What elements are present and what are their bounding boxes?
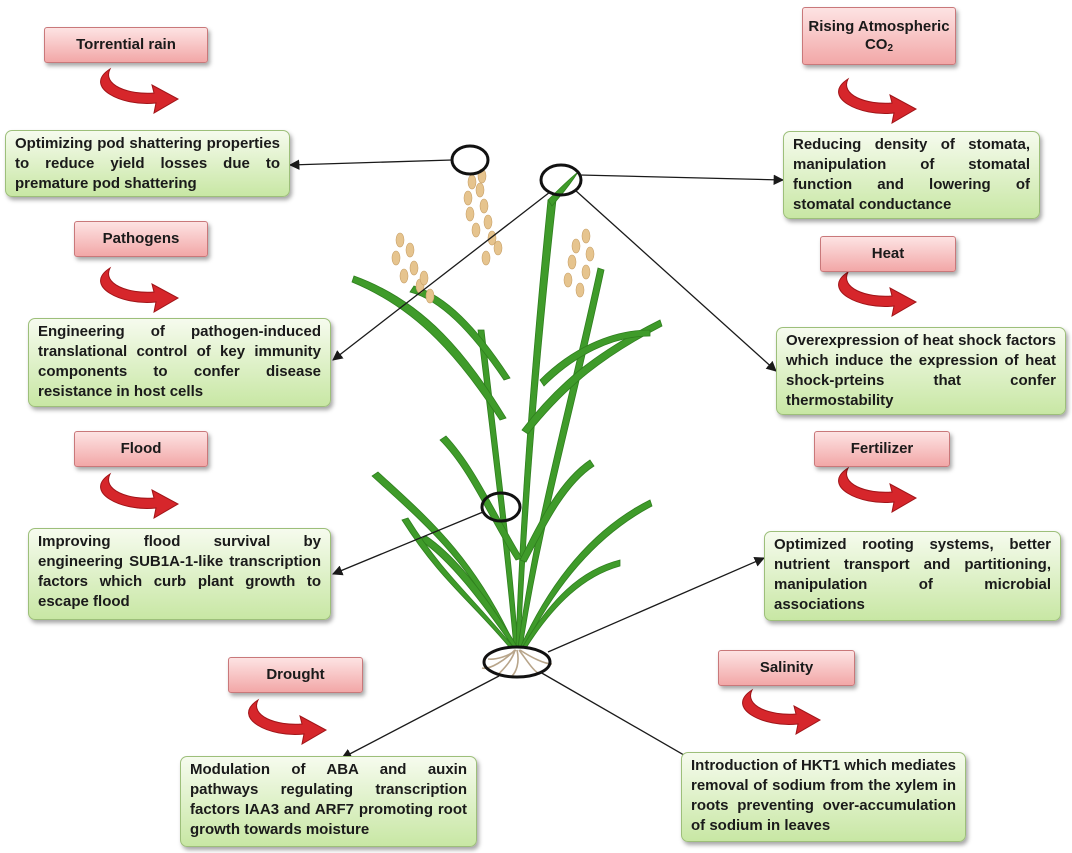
curved-arrow-icon: [100, 266, 180, 313]
solution-box-rising-co2: Reducing density of stomata, manipulatio…: [783, 131, 1040, 219]
curved-arrow-icon: [838, 77, 918, 124]
circle-roots: [482, 645, 552, 679]
stress-label-rising-co2: Rising Atmospheric CO2: [802, 7, 956, 65]
solution-box-pathogens: Engineering of pathogen-induced translat…: [28, 318, 331, 407]
plant-roots: [481, 649, 553, 677]
stress-label-fertilizer: Fertilizer: [814, 431, 950, 467]
solution-text: Modulation of ABA and auxin pathways reg…: [190, 761, 467, 838]
solution-text: Reducing density of stomata, manipulatio…: [793, 136, 1030, 213]
solution-box-drought: Modulation of ABA and auxin pathways reg…: [180, 756, 477, 847]
rice-panicles: [391, 168, 595, 304]
plant-leaves: [351, 171, 663, 649]
stress-label-drought: Drought: [228, 657, 363, 693]
solution-box-salinity: Introduction of HKT1 which mediates remo…: [681, 752, 966, 842]
stress-label-text: Fertilizer: [850, 440, 914, 457]
stress-label-text: Rising Atmospheric: [808, 17, 950, 35]
stress-label-heat: Heat: [820, 236, 956, 272]
solution-text: Engineering of pathogen-induced translat…: [38, 323, 321, 400]
stress-label-pathogens: Pathogens: [74, 221, 208, 257]
stress-label-torrential-rain: Torrential rain: [44, 27, 208, 63]
curved-arrow-icon: [838, 466, 918, 513]
curved-arrow-icon: [248, 698, 328, 745]
stress-label-text: Pathogens: [102, 230, 180, 247]
curved-arrow-icon: [100, 472, 180, 519]
connector-lines: [288, 159, 785, 778]
solution-box-torrential-rain: Optimizing pod shattering properties to …: [5, 130, 290, 197]
solution-box-flood: Improving flood survival by engineering …: [28, 528, 331, 620]
curved-arrow-icon: [838, 270, 918, 317]
solution-text: Optimizing pod shattering properties to …: [15, 135, 280, 192]
stress-label-salinity: Salinity: [718, 650, 855, 686]
stress-label-text: Torrential rain: [76, 36, 176, 53]
solution-text: Introduction of HKT1 which mediates remo…: [691, 757, 957, 834]
stress-label-text: Drought: [266, 666, 325, 683]
stress-label-text: Salinity: [759, 659, 814, 676]
solution-text: Improving flood survival by engineering …: [38, 533, 321, 610]
stress-label-text: Heat: [871, 245, 905, 262]
solution-text: Overexpression of heat shock factors whi…: [786, 332, 1056, 409]
circle-leaf-tip: [539, 163, 583, 197]
circle-panicle: [450, 144, 490, 176]
stress-label-flood: Flood: [74, 431, 208, 467]
solution-box-fertilizer: Optimized rooting systems, better nutrie…: [764, 531, 1061, 621]
solution-text: Optimized rooting systems, better nutrie…: [774, 536, 1051, 613]
circle-stem: [480, 491, 522, 523]
curved-arrow-icon: [742, 688, 822, 735]
solution-box-heat: Overexpression of heat shock factors whi…: [776, 327, 1066, 415]
stress-label-co2: CO2: [864, 35, 894, 54]
stress-label-text: Flood: [120, 440, 162, 457]
curved-arrow-icon: [100, 67, 180, 114]
